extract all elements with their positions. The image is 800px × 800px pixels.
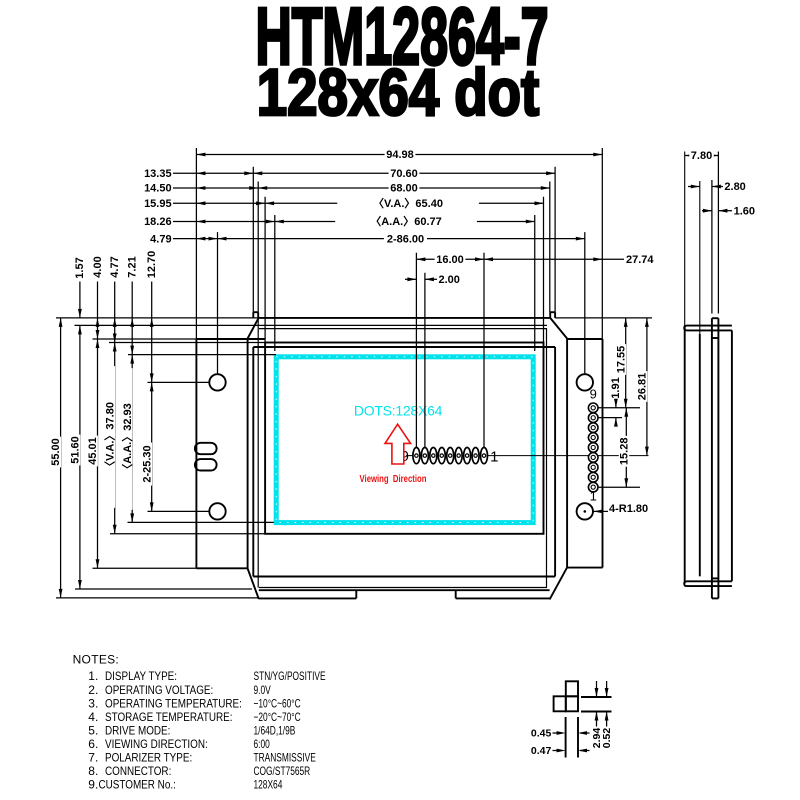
- svg-text:94.98: 94.98: [386, 149, 414, 161]
- svg-text:27.74: 27.74: [626, 254, 654, 266]
- svg-text:2-86.00: 2-86.00: [387, 233, 424, 245]
- svg-text:3.: 3.: [88, 696, 98, 710]
- svg-text:8.: 8.: [88, 764, 98, 778]
- svg-text:9: 9: [401, 448, 409, 465]
- svg-text:15.95: 15.95: [144, 198, 172, 210]
- svg-text:−20°C~70°C: −20°C~70°C: [254, 712, 301, 725]
- svg-text:1.: 1.: [88, 669, 98, 683]
- svg-text:0.47: 0.47: [531, 745, 552, 757]
- svg-text:13.35: 13.35: [144, 168, 172, 180]
- svg-text:7.21: 7.21: [127, 256, 139, 277]
- svg-text:STORAGE TEMPERATURE:: STORAGE TEMPERATURE:: [105, 711, 233, 724]
- svg-text:4-R1.80: 4-R1.80: [609, 503, 648, 515]
- svg-text:14.50: 14.50: [144, 183, 172, 195]
- svg-text:4.00: 4.00: [92, 256, 104, 277]
- svg-text:〈A.A.〉60.77: 〈A.A.〉60.77: [370, 215, 442, 228]
- svg-text:〈V.A.〉65.40: 〈V.A.〉65.40: [373, 197, 443, 210]
- svg-text:2.94: 2.94: [591, 728, 603, 749]
- svg-text:128X64: 128X64: [254, 779, 283, 792]
- svg-text:COG/ST7565R: COG/ST7565R: [254, 766, 311, 779]
- svg-text:〈V.A.〉37.80: 〈V.A.〉37.80: [103, 402, 116, 472]
- svg-text:4.79: 4.79: [150, 233, 171, 245]
- svg-text:TRANSMISSIVE: TRANSMISSIVE: [254, 752, 316, 765]
- svg-text:4.77: 4.77: [109, 256, 121, 277]
- svg-text:2.: 2.: [88, 683, 98, 697]
- svg-text:16.00: 16.00: [436, 254, 464, 266]
- svg-text:4.: 4.: [88, 710, 98, 724]
- svg-text:2.00: 2.00: [439, 274, 460, 286]
- svg-text:17.55: 17.55: [615, 346, 627, 374]
- svg-text:70.60: 70.60: [390, 168, 418, 180]
- svg-text:15.28: 15.28: [618, 438, 630, 466]
- svg-text:STN/YG/POSITIVE: STN/YG/POSITIVE: [254, 671, 326, 684]
- svg-text:OPERATING TEMPERATURE:: OPERATING TEMPERATURE:: [105, 698, 242, 711]
- svg-text:128x64 dot: 128x64 dot: [257, 55, 539, 129]
- svg-text:26.81: 26.81: [637, 373, 649, 401]
- svg-text:9: 9: [590, 387, 597, 402]
- svg-text:0.45: 0.45: [531, 727, 552, 739]
- svg-text:2.80: 2.80: [724, 181, 745, 193]
- svg-text:1/64D,1/9B: 1/64D,1/9B: [254, 725, 296, 738]
- svg-text:Viewing Direction: Viewing Direction: [360, 473, 427, 484]
- svg-text:0.52: 0.52: [601, 728, 613, 749]
- svg-text:45.01: 45.01: [87, 437, 99, 465]
- svg-text:CONNECTOR:: CONNECTOR:: [105, 765, 171, 778]
- svg-text:9.0V: 9.0V: [254, 685, 271, 698]
- svg-text:〈A.A.〉32.93: 〈A.A.〉32.93: [121, 403, 134, 475]
- svg-text:12.70: 12.70: [146, 251, 158, 279]
- svg-text:6:00: 6:00: [254, 739, 271, 752]
- svg-text:−10°C~60°C: −10°C~60°C: [254, 698, 301, 711]
- svg-text:18.26: 18.26: [144, 216, 172, 228]
- svg-text:POLARIZER TYPE:: POLARIZER TYPE:: [105, 752, 192, 765]
- svg-text:51.60: 51.60: [70, 436, 82, 464]
- svg-text:CUSTOMER No.:: CUSTOMER No.:: [99, 779, 176, 792]
- svg-text:1.57: 1.57: [74, 257, 86, 278]
- svg-text:7.: 7.: [88, 751, 98, 765]
- svg-text:HTM12864-7: HTM12864-7: [255, 0, 548, 82]
- svg-text:OPERATING VOLTAGE:: OPERATING VOLTAGE:: [105, 684, 213, 697]
- svg-text:1.91: 1.91: [610, 377, 622, 398]
- svg-text:VIEWING DIRECTION:: VIEWING DIRECTION:: [105, 738, 208, 751]
- svg-text:1: 1: [490, 449, 498, 466]
- svg-text:2-25.30: 2-25.30: [141, 445, 153, 482]
- svg-text:DRIVE MODE:: DRIVE MODE:: [105, 725, 170, 738]
- svg-text:DOTS:128X64: DOTS:128X64: [354, 403, 443, 419]
- svg-text:9.: 9.: [88, 778, 98, 792]
- svg-text:68.00: 68.00: [390, 183, 418, 195]
- svg-text:NOTES:: NOTES:: [73, 653, 119, 667]
- svg-text:1: 1: [590, 489, 597, 504]
- svg-text:6.: 6.: [88, 737, 98, 751]
- svg-text:7.80: 7.80: [691, 150, 712, 162]
- svg-text:55.00: 55.00: [50, 438, 62, 466]
- svg-text:5.: 5.: [88, 723, 98, 737]
- svg-text:1.60: 1.60: [734, 205, 755, 217]
- svg-text:DISPLAY TYPE:: DISPLAY TYPE:: [105, 670, 177, 683]
